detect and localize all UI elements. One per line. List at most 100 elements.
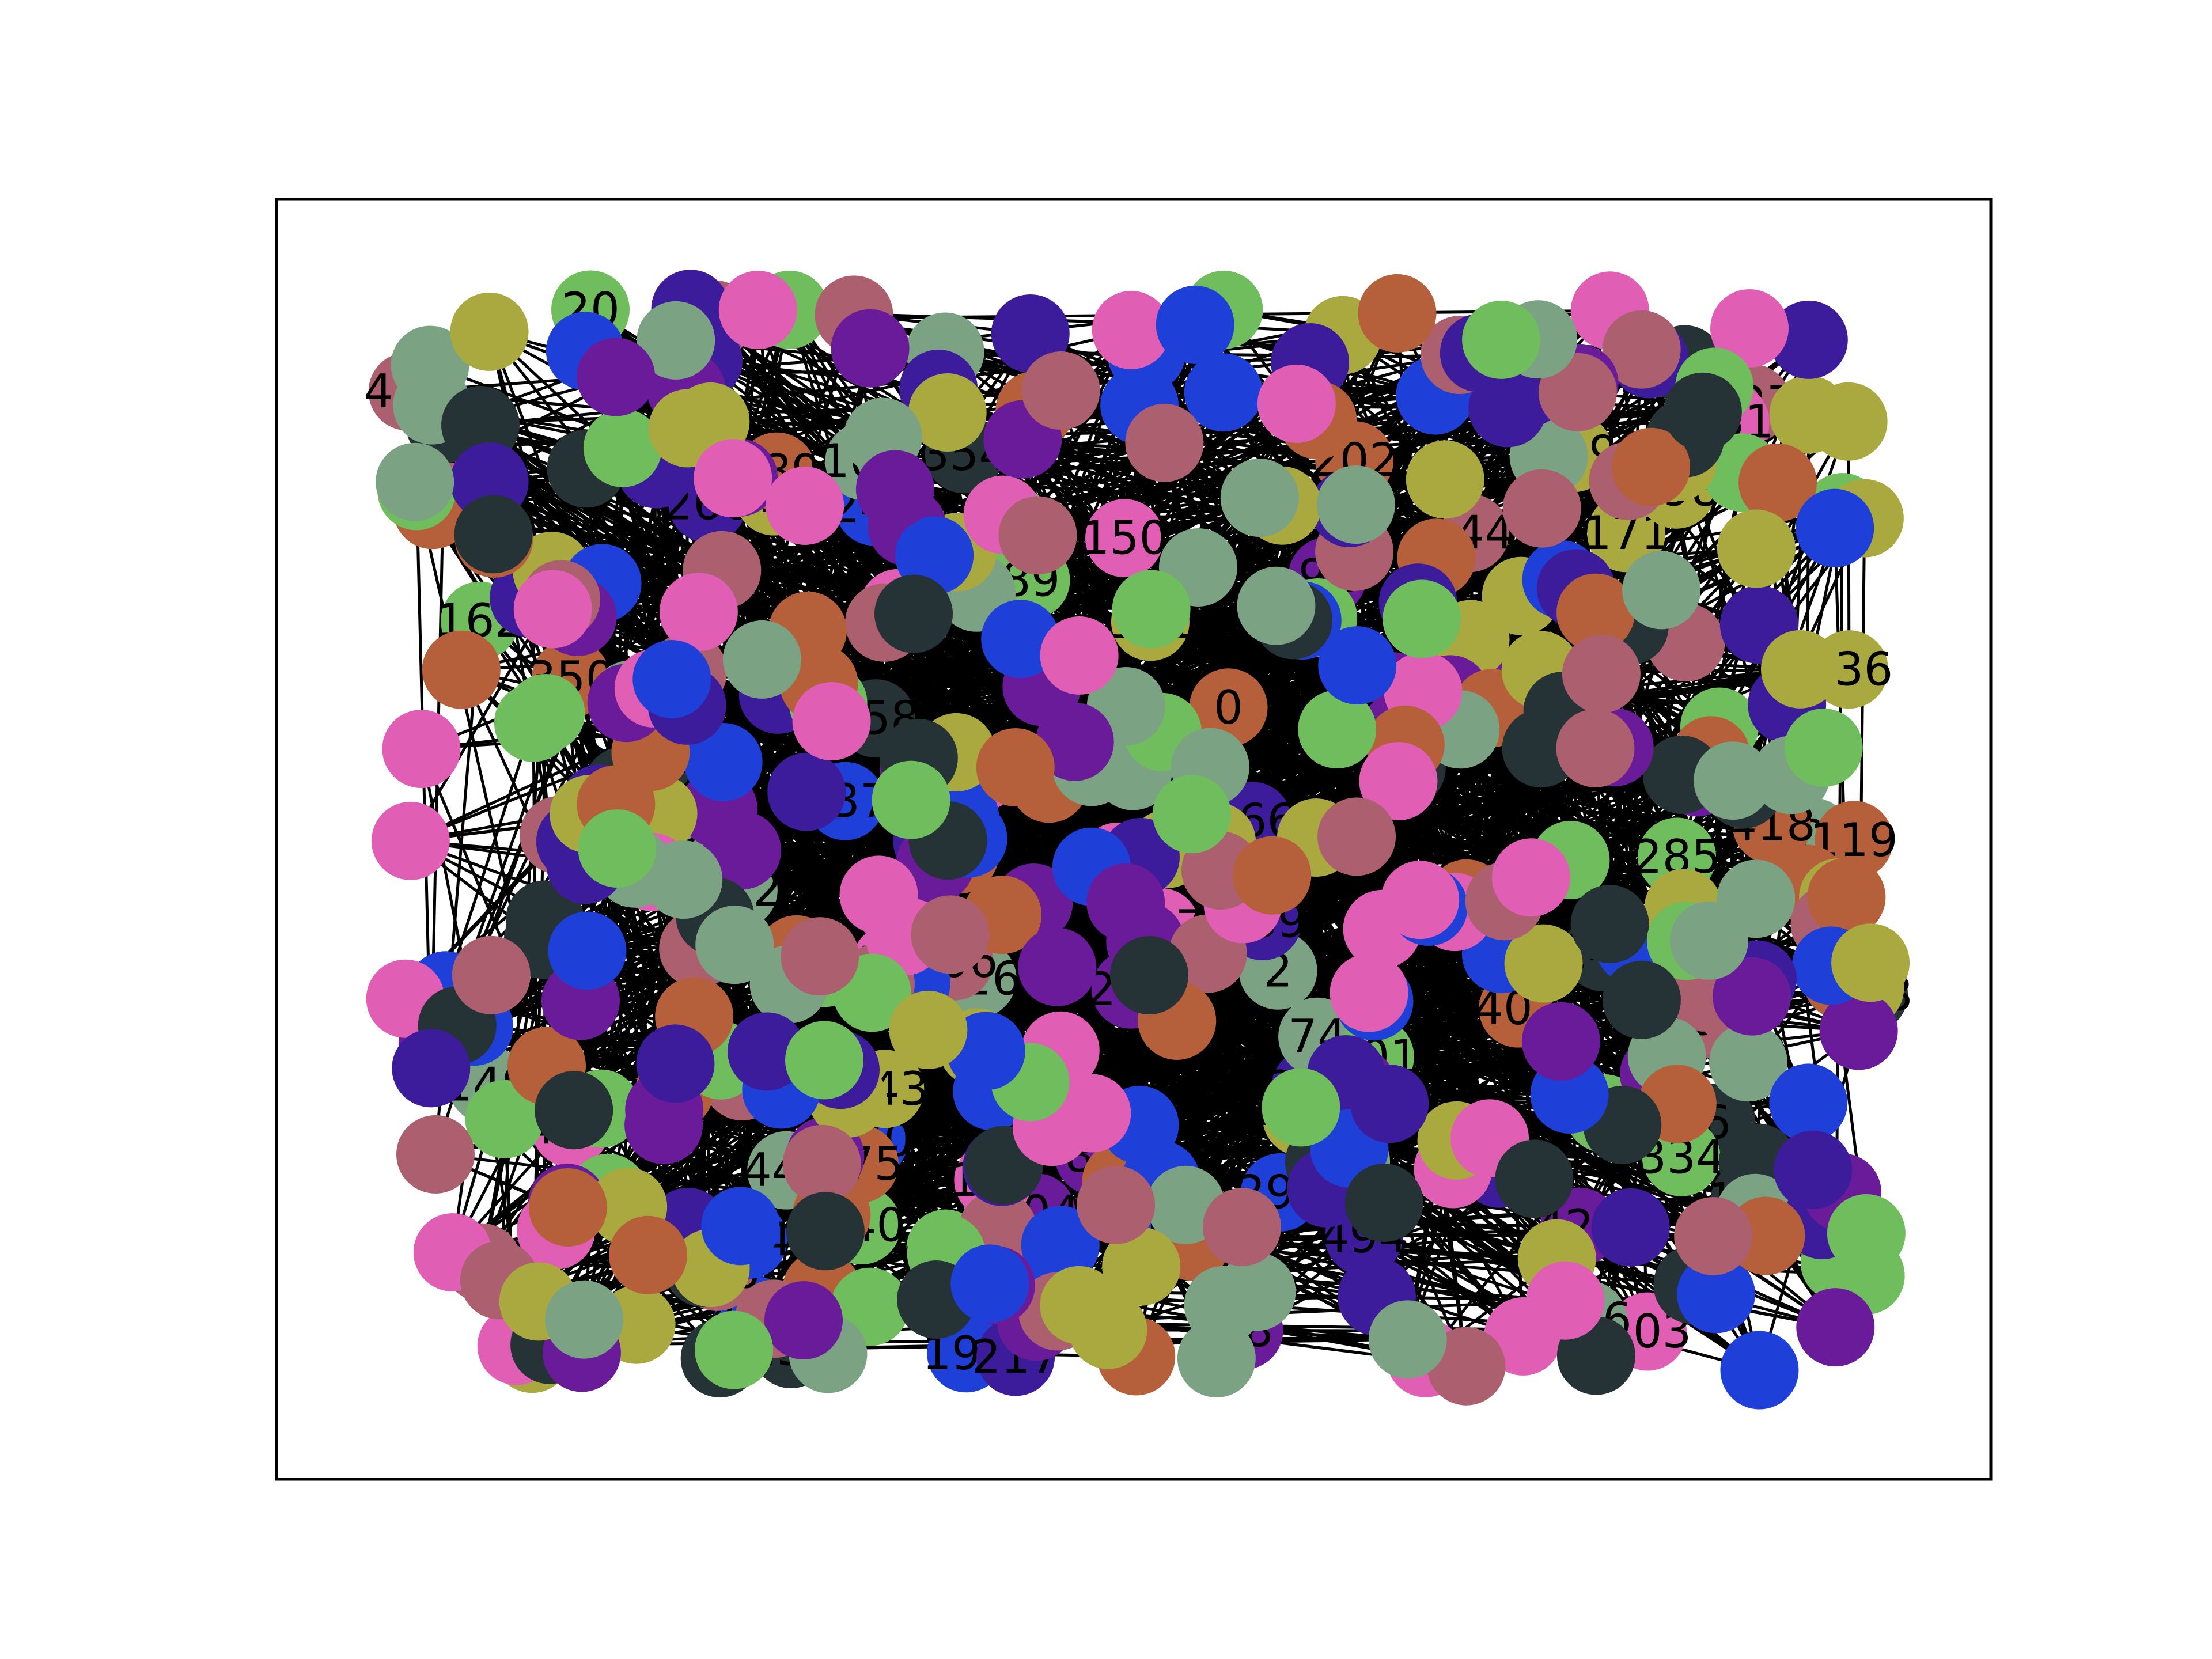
graph-node xyxy=(450,292,529,371)
graph-node xyxy=(376,442,454,521)
graph-node xyxy=(1774,1130,1853,1209)
graph-node xyxy=(1257,364,1336,443)
node-circle xyxy=(1406,440,1484,519)
graph-node xyxy=(1526,1261,1605,1340)
graph-node xyxy=(1344,1163,1423,1242)
graph-edge xyxy=(617,773,1682,850)
graph-node xyxy=(1112,570,1191,649)
graph-node xyxy=(1663,372,1742,451)
node-circle xyxy=(1526,1261,1605,1340)
graph-node xyxy=(1504,924,1583,1003)
graph-node xyxy=(648,389,727,468)
graph-node xyxy=(1462,300,1541,379)
node-circle xyxy=(694,439,772,518)
graph-node xyxy=(548,911,627,990)
graph-node xyxy=(1710,289,1789,368)
node-circle xyxy=(648,389,727,468)
node-circle xyxy=(1021,1206,1100,1285)
node-circle xyxy=(1807,858,1886,937)
node-circle xyxy=(1784,708,1863,787)
node-circle xyxy=(998,496,1077,575)
graph-node xyxy=(1674,1196,1753,1275)
node-circle xyxy=(782,1124,861,1203)
node-circle xyxy=(1602,960,1681,1039)
graph-node xyxy=(1521,1002,1600,1081)
node-circle xyxy=(1602,310,1681,389)
node-circle xyxy=(1317,797,1396,876)
node-circle xyxy=(1109,936,1188,1015)
node-circle xyxy=(1462,300,1541,379)
graph-node xyxy=(782,1124,861,1203)
node-circle xyxy=(1318,626,1397,705)
node-circle xyxy=(1085,499,1164,578)
graph-node xyxy=(1694,741,1772,820)
graph-node xyxy=(1738,443,1817,522)
graph-node xyxy=(608,1215,687,1294)
graph-node xyxy=(1262,1068,1340,1147)
node-circle xyxy=(695,906,774,984)
graph-node xyxy=(1612,427,1691,506)
graph-node xyxy=(1317,797,1396,876)
graph-node xyxy=(1035,702,1114,781)
node-circle xyxy=(583,408,662,487)
node-circle xyxy=(695,1310,774,1389)
node-circle xyxy=(1237,566,1316,645)
graph-node xyxy=(1717,509,1796,588)
axes-frame xyxy=(275,198,1993,1481)
node-circle xyxy=(644,840,723,919)
node-circle xyxy=(577,338,656,416)
graph-node xyxy=(1086,863,1165,942)
node-circle xyxy=(792,682,871,761)
graph-node xyxy=(1796,1288,1875,1367)
node-label: 150 xyxy=(1081,512,1169,565)
node-circle xyxy=(1760,630,1839,709)
node-circle xyxy=(1591,1188,1670,1267)
node-circle xyxy=(781,917,859,996)
node-circle xyxy=(1040,1266,1119,1344)
graph-node xyxy=(981,600,1060,679)
node-circle xyxy=(950,1244,1029,1323)
node-circle xyxy=(535,1071,613,1150)
graph-node xyxy=(1709,1023,1787,1102)
node-circle xyxy=(1720,1331,1799,1410)
graph-node xyxy=(950,1244,1029,1323)
node-circle xyxy=(1677,1255,1756,1334)
node-circle xyxy=(637,301,715,380)
graph-node xyxy=(1381,861,1460,940)
node-circle xyxy=(1713,957,1791,1036)
node-circle xyxy=(1427,1327,1506,1406)
node-circle xyxy=(1262,1068,1340,1147)
graph-node xyxy=(872,760,950,839)
node-circle xyxy=(786,1192,865,1271)
graph-node xyxy=(1827,1194,1906,1272)
graph-node xyxy=(1769,1063,1848,1142)
node-circle xyxy=(1710,289,1789,368)
graph-node xyxy=(1156,285,1234,364)
graph-node xyxy=(764,1281,843,1360)
graph-node xyxy=(371,801,450,880)
node-circle xyxy=(1152,775,1231,854)
graph-node xyxy=(792,682,871,761)
node-circle xyxy=(839,855,918,934)
graph-node xyxy=(1350,1065,1429,1143)
graph-node xyxy=(1491,838,1570,917)
graph-node xyxy=(1040,1266,1119,1344)
node-circle xyxy=(1622,551,1701,630)
node-circle xyxy=(1316,465,1395,544)
graph-node xyxy=(998,496,1077,575)
node-circle xyxy=(1769,300,1848,379)
graph-node xyxy=(1713,957,1791,1036)
node-circle xyxy=(528,1168,607,1247)
node-circle xyxy=(1570,885,1649,964)
graph-node xyxy=(1720,1331,1799,1410)
node-circle xyxy=(764,1281,843,1360)
node-circle xyxy=(1796,1288,1875,1367)
graph-node xyxy=(694,439,772,518)
node-circle xyxy=(1184,353,1263,432)
graph-node xyxy=(644,840,723,919)
graph-node xyxy=(1298,690,1377,769)
node-circle xyxy=(1102,1227,1181,1306)
graph-node xyxy=(1316,465,1395,544)
node-circle xyxy=(1077,1165,1156,1244)
graph-node xyxy=(1152,775,1231,854)
